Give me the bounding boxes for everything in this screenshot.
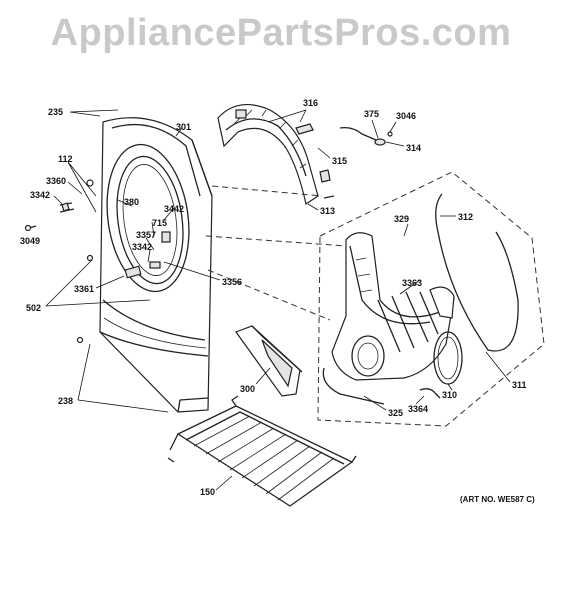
leader-lines	[45, 109, 511, 491]
callout-112: 112	[58, 154, 73, 164]
thermistor-part	[339, 126, 393, 146]
callout-3357: 3357	[136, 230, 156, 240]
callout-314: 314	[406, 143, 421, 153]
callout-502: 502	[26, 303, 41, 313]
callout-238: 238	[58, 396, 73, 406]
upper-duct-assembly	[217, 103, 335, 205]
callout-329: 329	[394, 214, 409, 224]
lint-duct	[235, 325, 303, 397]
assembly-guide-line-2	[207, 269, 331, 321]
watermark-text: AppliancePartsPros.com	[50, 12, 512, 54]
callout-3342-left: 3342	[30, 190, 50, 200]
callout-325: 325	[388, 408, 403, 418]
callout-301: 301	[176, 122, 191, 132]
callout-235: 235	[48, 107, 63, 117]
assembly-guide-line-3	[211, 185, 323, 197]
drum-gasket-ring	[433, 331, 463, 385]
callout-316: 316	[303, 98, 318, 108]
callout-310: 310	[442, 390, 457, 400]
callout-3361: 3361	[74, 284, 94, 294]
callout-3342-center: 3342	[132, 242, 152, 252]
callout-375: 375	[364, 109, 379, 119]
callout-3046: 3046	[396, 111, 416, 121]
callout-150: 150	[200, 487, 215, 497]
callout-3442: 3442	[164, 204, 184, 214]
callout-715: 715	[152, 218, 167, 228]
callout-3049: 3049	[20, 236, 40, 246]
art-number: (ART NO. WE587 C)	[460, 495, 535, 504]
callout-311: 311	[512, 380, 527, 390]
callout-313: 313	[320, 206, 335, 216]
rear-duct-assembly	[322, 232, 455, 405]
callout-labels: 235 301 316 375 3046 112 3360 3342 380 3…	[20, 98, 535, 504]
callout-312: 312	[458, 212, 473, 222]
front-panel	[24, 117, 213, 413]
callout-3356: 3356	[222, 277, 242, 287]
callout-300: 300	[240, 384, 255, 394]
callout-3364: 3364	[408, 404, 428, 414]
callout-3363: 3363	[402, 278, 422, 288]
belt-cord	[435, 193, 519, 352]
callout-3360: 3360	[46, 176, 66, 186]
callout-315: 315	[332, 156, 347, 166]
duct-assembly-boundary	[317, 171, 545, 427]
assembly-guide-line	[205, 235, 347, 247]
callout-380: 380	[124, 197, 139, 207]
small-bracket	[419, 388, 441, 399]
drying-rack	[167, 395, 357, 507]
